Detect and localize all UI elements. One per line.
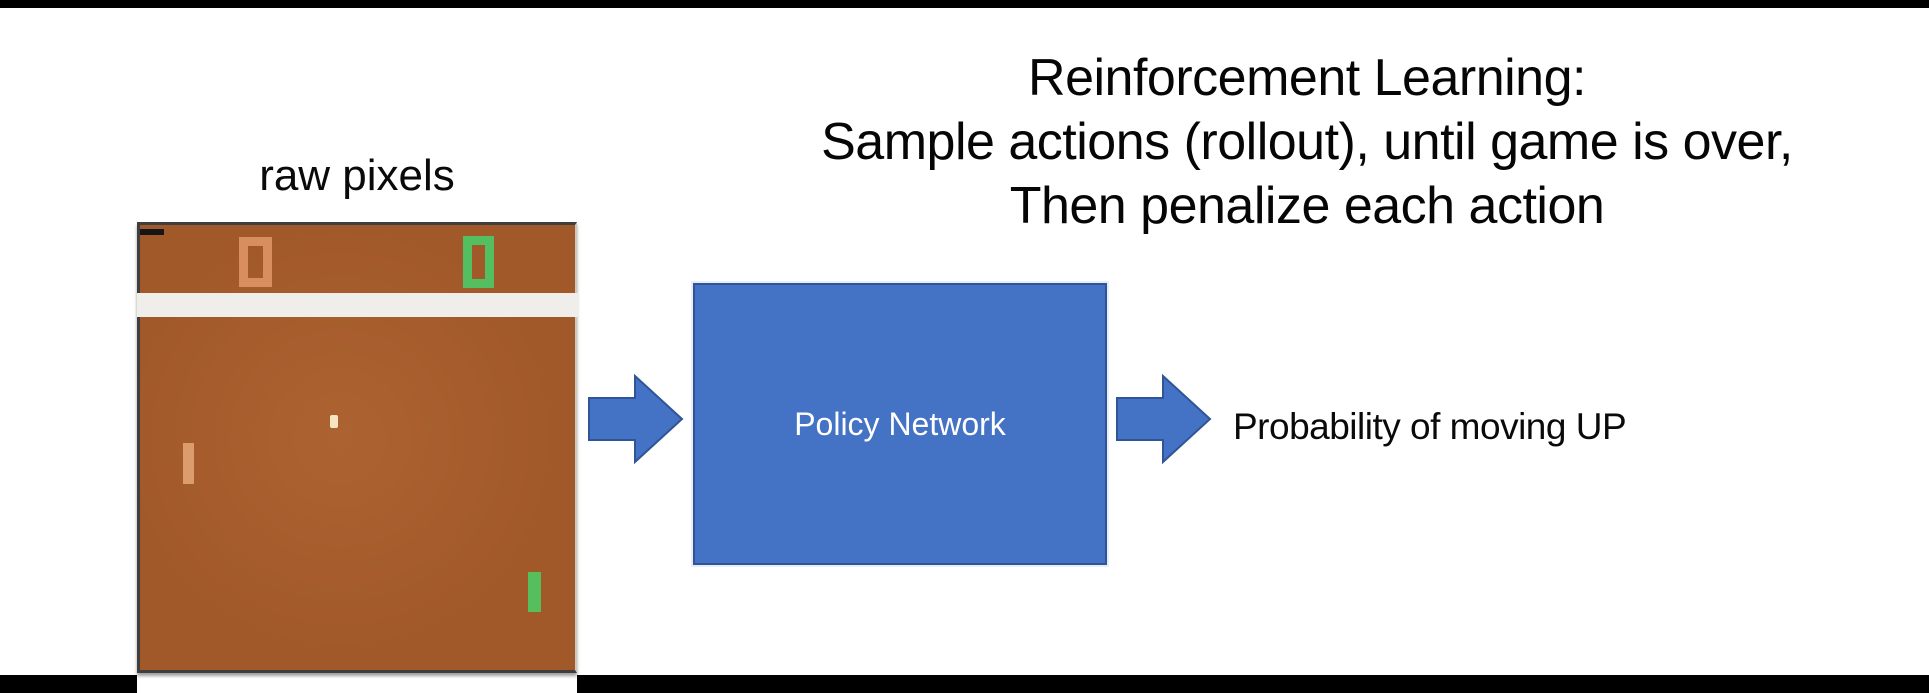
ball xyxy=(330,415,338,428)
title-line-3: Then penalize each action xyxy=(1009,177,1605,235)
input-arrow-icon xyxy=(588,373,684,465)
title-line-2: Sample actions (rollout), until game is … xyxy=(821,113,1793,171)
slide-title: Reinforcement Learning: Sample actions (… xyxy=(685,46,1929,238)
corner-dash-mark xyxy=(140,229,164,235)
right-player-score-zero xyxy=(463,236,494,288)
bottom-letterbox-bar-left xyxy=(0,675,137,693)
pong-game-frame xyxy=(137,222,579,673)
left-paddle xyxy=(183,443,194,484)
output-probability-label: Probability of moving UP xyxy=(1233,406,1627,447)
policy-network-box: Policy Network xyxy=(693,283,1107,565)
top-wall-stripe xyxy=(137,293,579,317)
policy-network-label: Policy Network xyxy=(794,405,1006,442)
raw-pixels-label: raw pixels xyxy=(259,151,455,200)
top-letterbox-bar xyxy=(0,0,1929,8)
left-player-score-zero xyxy=(239,237,272,287)
output-arrow-icon xyxy=(1116,373,1212,465)
title-line-1: Reinforcement Learning: xyxy=(1028,49,1586,107)
bottom-letterbox-bar-right xyxy=(577,675,1929,693)
right-paddle xyxy=(528,572,541,612)
